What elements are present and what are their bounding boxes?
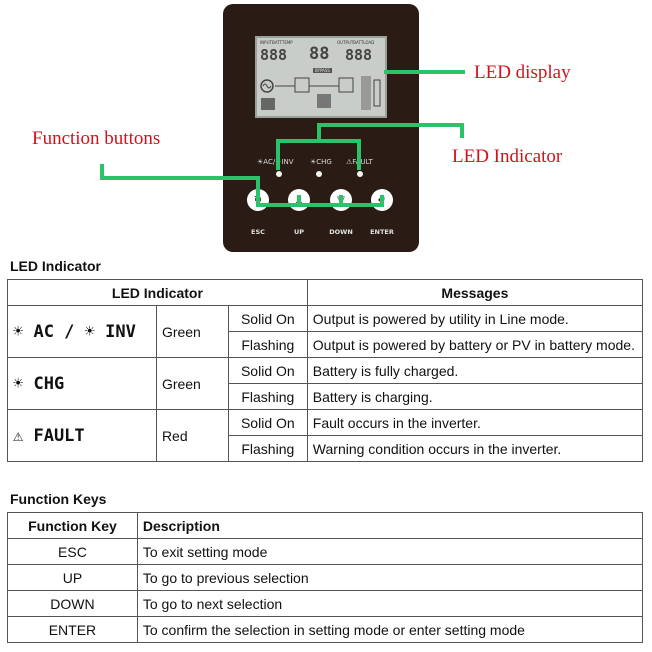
table-row: Flashing Battery is charging. [8,383,644,410]
desc-cell: To exit setting mode [136,538,644,565]
key-cell: ENTER [7,616,138,643]
state-cell: Solid On [227,409,308,436]
key-cell: UP [7,564,138,591]
table-row: ENTER To confirm the selection in settin… [7,616,644,643]
esc-label: ESC [251,228,265,236]
header-function-key: Function Key [7,512,138,539]
message-cell: Battery is charging. [306,383,644,410]
enter-label: ENTER [370,228,394,236]
message-cell: Output is powered by utility in Line mod… [306,305,644,332]
table-row: ESC To exit setting mode [7,538,644,565]
table-row: UP To go to previous selection [7,564,644,591]
callout-lines [100,70,465,207]
led-ac-inv [276,171,282,177]
state-cell: Flashing [227,435,308,462]
led-label-chg: ☀CHG [310,158,332,166]
message-cell: Warning condition occurs in the inverter… [306,435,644,462]
table-row: Flashing Warning condition occurs in the… [8,435,644,462]
lcd-flow-diagram [260,76,381,110]
color-cell: Red [155,409,229,462]
key-cell: DOWN [7,590,138,617]
header-messages: Messages [306,279,644,306]
desc-cell: To confirm the selection in setting mode… [136,616,644,643]
led-fault [357,171,363,177]
desc-cell: To go to previous selection [136,564,644,591]
lcd-screen: INPUTBATTTEMP OUTPUTBATTLOAD 888 88 888 … [255,36,387,118]
color-cell: Green [155,305,229,358]
color-cell: Green [155,357,229,410]
header-led-indicator: LED Indicator [7,279,308,306]
callout-function-buttons: Function buttons [32,128,161,149]
message-cell: Output is powered by battery or PV in ba… [306,331,644,358]
up-label: UP [293,228,305,236]
table-row: ⚠ FAULT Red Solid On Fault occurs in the… [7,409,644,462]
led-chg [316,171,322,177]
message-cell: Fault occurs in the inverter. [306,409,644,436]
message-cell: Battery is fully charged. [306,357,644,384]
table-row: ☀ AC / ☀ INV Green Solid On Output is po… [7,305,644,358]
desc-cell: To go to next selection [136,590,644,617]
state-cell: Flashing [227,331,308,358]
indicator-fault: ⚠ FAULT [7,409,157,462]
state-cell: Flashing [227,383,308,410]
lcd-input-label: INPUTBATTTEMP [260,40,293,45]
indicator-chg: ☀ CHG [7,357,157,410]
led-indicator-table: LED Indicator Messages ☀ AC / ☀ INV Gree… [7,279,644,462]
led-section-title: LED Indicator [10,258,102,274]
lcd-digits-left: 888 [260,46,288,64]
indicator-ac-inv: ☀ AC / ☀ INV [7,305,157,358]
header-description: Description [136,512,644,539]
lcd-digits-mid: 88 [309,44,330,64]
table-header-row: Function Key Description [7,512,644,539]
table-row: DOWN To go to next selection [7,590,644,617]
callout-led-indicator: LED Indicator [452,146,563,167]
key-cell: ESC [7,538,138,565]
keys-section-title: Function Keys [10,491,107,507]
led-label-ac-inv: ☀AC/☀INV [257,158,294,166]
callout-led-display: LED display [474,62,571,83]
lcd-output-label: OUTPUTBATTLOAD [337,40,375,45]
state-cell: Solid On [227,357,308,384]
table-row: Flashing Output is powered by battery or… [8,331,644,358]
function-keys-table: Function Key Description ESC To exit set… [7,512,644,643]
down-label: DOWN [329,228,353,236]
state-cell: Solid On [227,305,308,332]
table-header-row: LED Indicator Messages [7,279,644,306]
table-row: ☀ CHG Green Solid On Battery is fully ch… [7,357,644,410]
lcd-digits-right: 888 [345,46,373,64]
lcd-bypass: BYPASS [313,68,332,73]
